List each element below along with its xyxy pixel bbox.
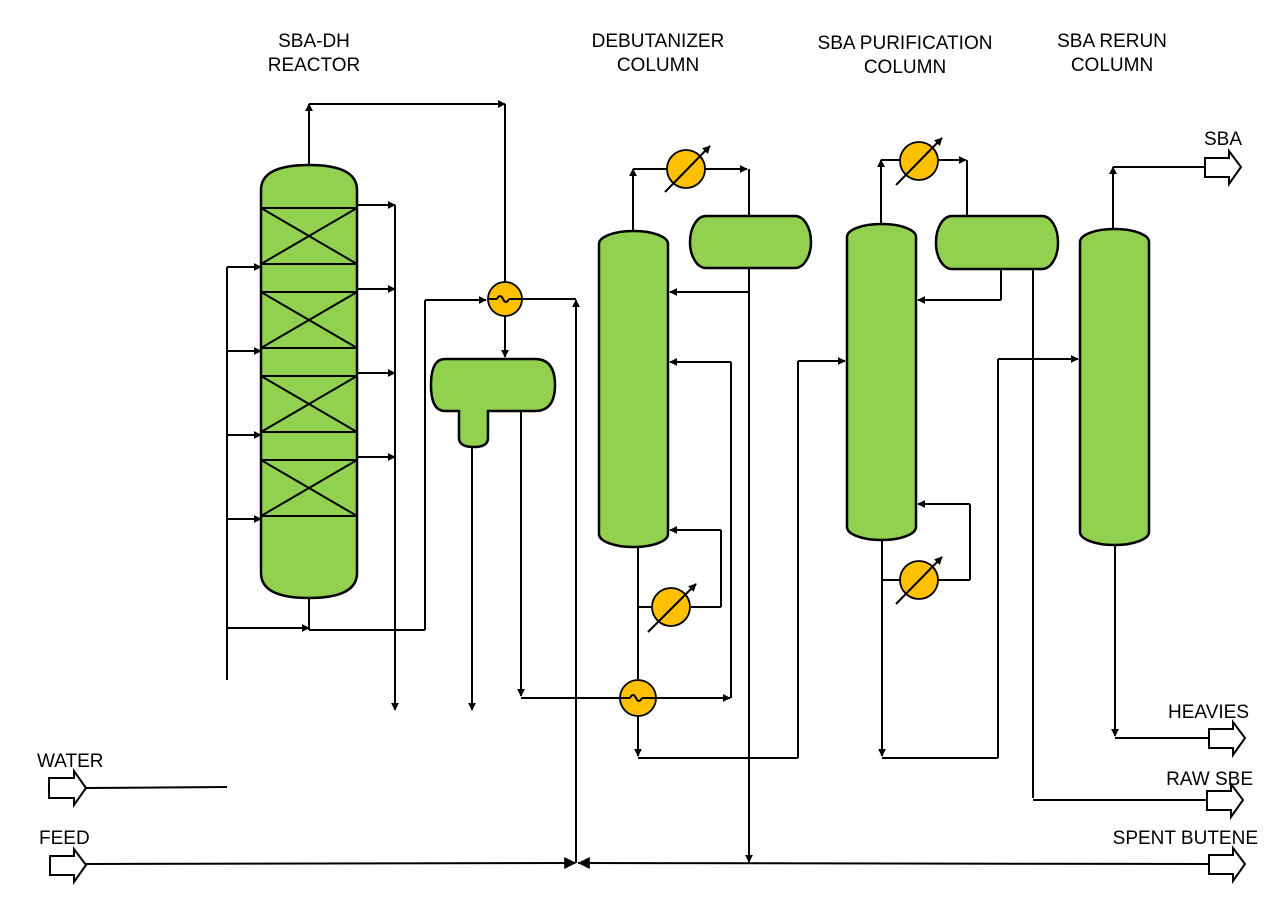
- stream-arrow-spent-butene: [1208, 845, 1247, 885]
- debutanizer-condenser: [664, 145, 711, 193]
- stream-label-water: WATER: [37, 751, 104, 772]
- debutanizer-reboiler: [647, 583, 697, 633]
- feed-preheat-exchanger: [619, 679, 657, 717]
- stream-arrow-sba: [1204, 148, 1243, 188]
- rerun-title-line2: COLUMN: [1071, 55, 1153, 76]
- purification-title-line1: SBA PURIFICATION: [818, 33, 993, 54]
- purification-column: [845, 222, 918, 542]
- debutanizer-reflux-drum: [688, 214, 813, 270]
- feed-effluent-exchanger: [487, 281, 523, 317]
- piping: [85, 100, 1210, 870]
- feed-line: [85, 857, 577, 870]
- debutanizer-title-line1: DEBUTANIZER: [592, 31, 725, 52]
- sba-dh-reactor: [259, 163, 359, 600]
- stream-arrow-water: [48, 767, 88, 809]
- debutanizer-title-line2: COLUMN: [617, 55, 699, 76]
- debutanizer-column: [597, 229, 670, 549]
- stream-label-raw-sbe: RAW SBE: [1166, 769, 1253, 790]
- purification-condenser: [895, 137, 943, 186]
- reactor-title-line2: REACTOR: [268, 55, 361, 76]
- rerun-title-line1: SBA RERUN: [1057, 31, 1167, 52]
- separator-drum: [429, 357, 557, 449]
- purification-title-line2: COLUMN: [864, 57, 946, 78]
- stream-arrow-raw-sbe: [1206, 781, 1245, 821]
- purification-reboiler: [895, 556, 943, 605]
- stream-label-heavies: HEAVIES: [1168, 702, 1249, 723]
- stream-label-spent-butene: SPENT BUTENE: [1113, 828, 1258, 849]
- stream-label-sba: SBA: [1204, 129, 1242, 150]
- water-line: [85, 786, 228, 789]
- reactor-title-line1: SBA-DH: [278, 31, 350, 52]
- spent-butene-line: [577, 862, 1210, 865]
- stream-arrow-feed: [49, 846, 88, 886]
- stream-label-feed: FEED: [39, 828, 90, 849]
- purification-reflux-drum: [934, 214, 1060, 271]
- rerun-column: [1078, 227, 1151, 547]
- stream-arrow-heavies: [1208, 719, 1247, 759]
